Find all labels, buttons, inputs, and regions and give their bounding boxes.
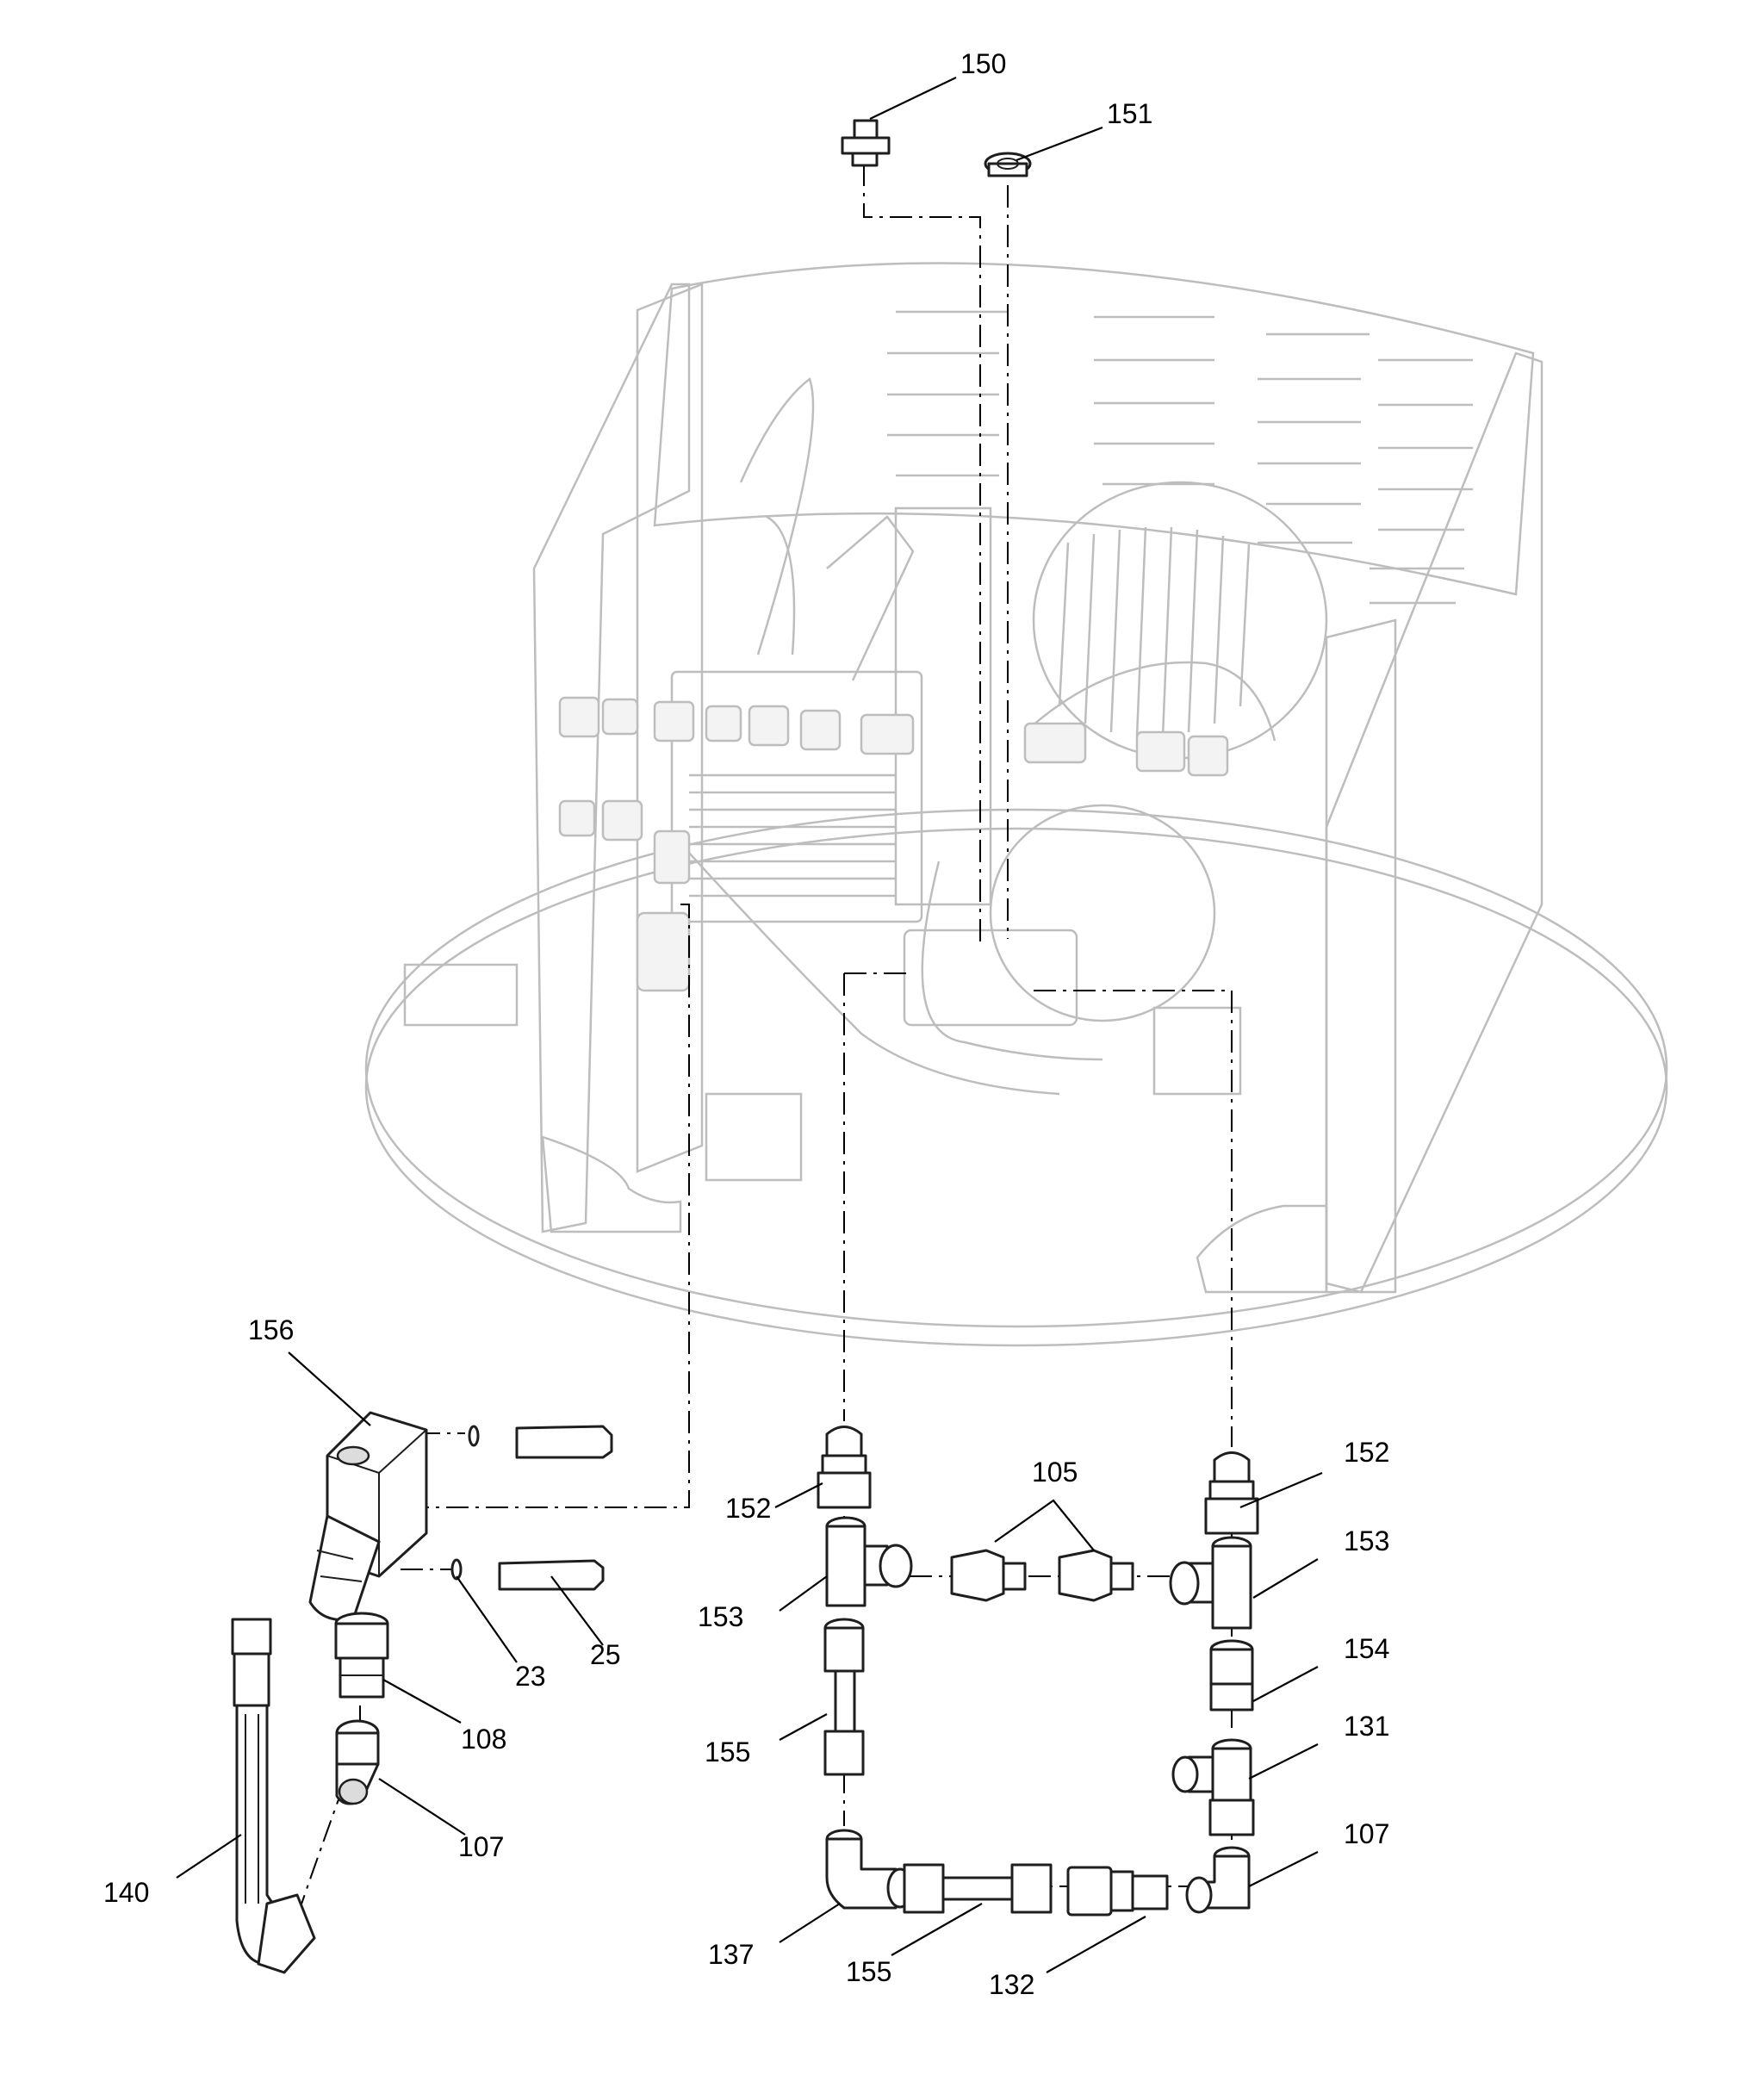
callout-156: 156 <box>248 1314 294 1345</box>
callout-154: 154 <box>1344 1633 1389 1664</box>
callout-131: 131 <box>1344 1711 1389 1742</box>
callout-152-left: 152 <box>725 1493 771 1524</box>
valve-bank-fins <box>689 773 896 898</box>
leader-lines <box>176 77 1323 1973</box>
part-154-union <box>1209 1639 1254 1712</box>
callout-105: 105 <box>1032 1457 1078 1488</box>
front-left-bracket <box>541 1135 682 1233</box>
callout-152-right: 152 <box>1344 1437 1389 1468</box>
part-153-tee-right <box>1169 1536 1252 1630</box>
base-plate <box>364 808 1668 1328</box>
ghosted-machine-assembly <box>364 262 1668 1347</box>
top-grille <box>653 262 1535 596</box>
part-150-plug <box>841 119 891 167</box>
hydraulic-hoses <box>688 376 1276 1096</box>
assembly-centerlines <box>292 164 1233 1930</box>
part-140-hose <box>231 1618 316 1974</box>
callout-150: 150 <box>960 48 1006 79</box>
right-side-plate <box>1325 351 1544 1294</box>
base-plate-edge <box>364 827 1668 1347</box>
part-155-pipe-horizontal <box>903 1863 1053 1914</box>
part-152-fitting-right <box>1204 1451 1259 1535</box>
callout-labels: 150 151 156 152 152 105 153 153 23 25 10… <box>103 48 1389 2000</box>
callout-107-right: 107 <box>1344 1818 1389 1849</box>
part-155-pipe-vertical <box>823 1618 865 1776</box>
callout-153-right: 153 <box>1344 1525 1389 1556</box>
callout-155-left: 155 <box>705 1736 750 1767</box>
part-153-tee-left <box>825 1516 913 1607</box>
mount-foot-left <box>705 1092 803 1182</box>
part-131-tee <box>1171 1738 1255 1836</box>
part-107-elbow-right <box>1185 1846 1251 1914</box>
part-108-adapter <box>334 1612 389 1699</box>
part-132-check-valve <box>1066 1866 1169 1917</box>
part-25-pins <box>498 1425 613 1591</box>
part-107-elbow-left <box>335 1719 380 1805</box>
callout-155-bottom: 155 <box>846 1956 891 1987</box>
motor-manifold <box>903 929 1078 1027</box>
callout-25: 25 <box>590 1639 621 1670</box>
left-upright <box>636 283 704 1173</box>
right-upright <box>1325 618 1397 1294</box>
valve-bank <box>670 670 923 923</box>
part-156-relief-valve <box>308 1411 428 1622</box>
front-right-bracket <box>1196 1204 1328 1294</box>
callout-140: 140 <box>103 1877 149 1908</box>
callout-151: 151 <box>1107 98 1152 129</box>
part-23-o-rings <box>450 1425 480 1581</box>
motor-fins <box>1058 526 1251 737</box>
valve-block <box>894 506 992 906</box>
callout-153-left: 153 <box>698 1601 743 1632</box>
callout-132: 132 <box>989 1969 1034 2000</box>
part-105-unions <box>950 1549 1134 1602</box>
part-137-elbow <box>825 1829 914 1910</box>
mount-foot-right <box>1152 1006 1242 1096</box>
callout-108: 108 <box>461 1724 506 1755</box>
grille-slots <box>887 310 1473 605</box>
callout-23: 23 <box>515 1661 546 1692</box>
pump-motor-face <box>989 804 1216 1022</box>
callout-107-left: 107 <box>458 1831 504 1862</box>
callout-137: 137 <box>708 1939 754 1970</box>
fittings-row <box>558 696 1229 992</box>
left-side-plate <box>532 283 691 1233</box>
left-side-handle <box>403 963 519 1027</box>
part-152-fitting-left <box>817 1426 872 1509</box>
